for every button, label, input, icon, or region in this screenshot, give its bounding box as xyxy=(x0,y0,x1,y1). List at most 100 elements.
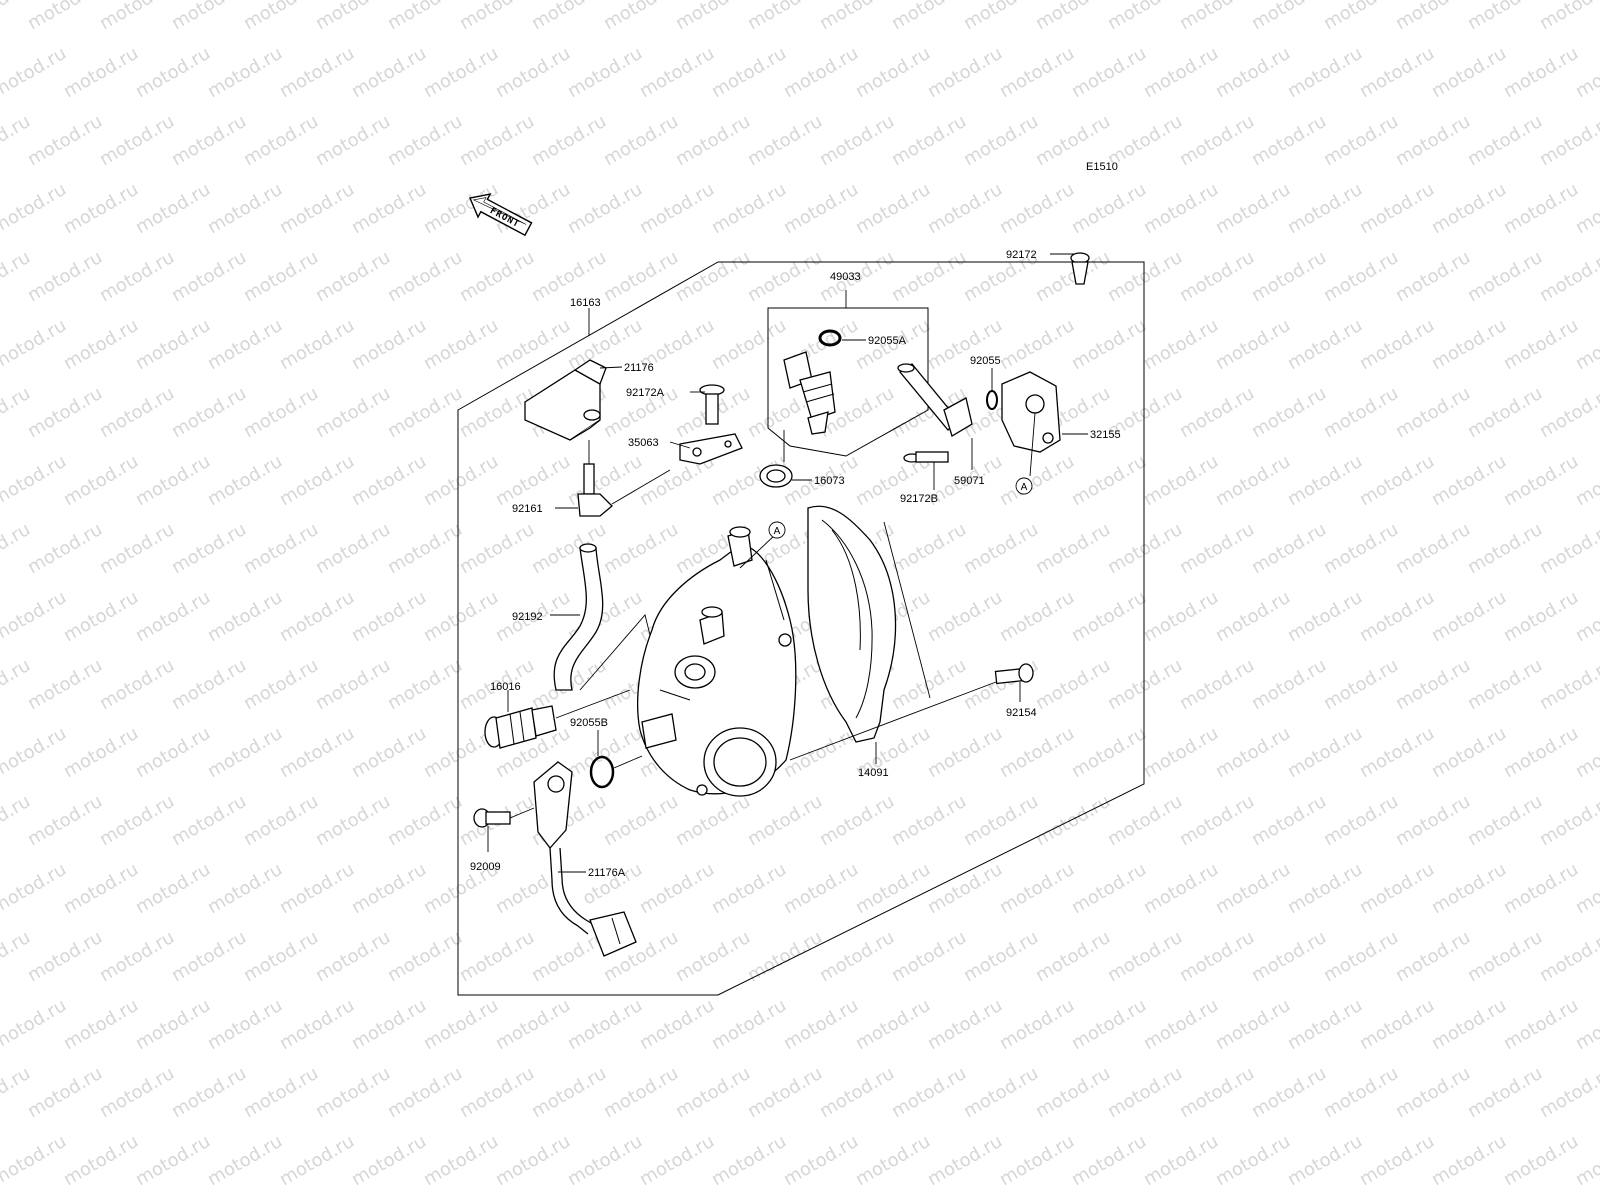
watermark-text: motod.ru xyxy=(744,247,826,306)
watermark-text: motod.ru xyxy=(312,247,394,306)
watermark-text: motod.ru xyxy=(1392,1063,1474,1122)
watermark-text: motod.ru xyxy=(24,791,106,850)
watermark-text: motod.ru xyxy=(1212,587,1294,646)
holder-32155 xyxy=(1001,371,1088,477)
watermark-text: motod.ru xyxy=(1176,791,1258,850)
watermark-text: motod.ru xyxy=(1428,43,1510,102)
watermark-text: motod.ru xyxy=(1248,655,1330,714)
watermark-text: motod.ru xyxy=(312,111,394,170)
watermark-text: motod.ru xyxy=(600,791,682,850)
watermark-text: motod.ru xyxy=(1176,0,1258,34)
watermark-text: motod.ru xyxy=(1428,859,1510,918)
watermark-text: motod.ru xyxy=(1212,43,1294,102)
watermark-text: motod.ru xyxy=(240,927,322,986)
watermark-text: motod.ru xyxy=(168,1063,250,1122)
watermark-text: motod.ru xyxy=(24,383,106,442)
watermark-text: motod.ru xyxy=(528,0,610,34)
watermark-text: motod.ru xyxy=(1536,519,1600,578)
watermark-text: motod.ru xyxy=(1176,247,1258,306)
watermark-text: motod.ru xyxy=(384,655,466,714)
watermark-text: motod.ru xyxy=(132,1131,214,1190)
watermark-text: motod.ru xyxy=(1284,451,1366,510)
watermark-text: motod.ru xyxy=(744,111,826,170)
o-ring-92055B xyxy=(589,730,643,789)
assembly-frame xyxy=(457,261,1145,996)
seal-16073 xyxy=(759,430,812,488)
label-21176: 21176 xyxy=(624,362,654,374)
watermark-text: motod.ru xyxy=(420,451,502,510)
watermark-text: motod.ru xyxy=(996,995,1078,1054)
watermark-text: motod.ru xyxy=(564,43,646,102)
label-92161: 92161 xyxy=(512,503,543,515)
watermark-text: motod.ru xyxy=(1068,859,1150,918)
watermark-text: motod.ru xyxy=(384,791,466,850)
watermark-text: motod.ru xyxy=(1032,791,1114,850)
watermark-text: motod.ru xyxy=(1392,927,1474,986)
watermark-text: motod.ru xyxy=(204,451,286,510)
watermark-text: motod.ru xyxy=(132,723,214,782)
watermark-text: motod.ru xyxy=(348,1131,430,1190)
label-92009: 92009 xyxy=(470,861,501,873)
watermark-text: motod.ru xyxy=(744,1063,826,1122)
watermark-text: motod.ru xyxy=(60,587,142,646)
watermark-text: motod.ru xyxy=(132,315,214,374)
watermark-text: motod.ru xyxy=(1032,0,1114,34)
watermark-text: motod.ru xyxy=(60,995,142,1054)
watermark-text: motod.ru xyxy=(132,451,214,510)
watermark-text: motod.ru xyxy=(708,995,790,1054)
watermark-text: motod.ru xyxy=(1068,451,1150,510)
watermark-text: motod.ru xyxy=(348,179,430,238)
watermark-text: motod.ru xyxy=(996,43,1078,102)
watermark-text: motod.ru xyxy=(60,43,142,102)
ref-mark-a-left-text: A xyxy=(774,526,781,537)
watermark-text: motod.ru xyxy=(888,927,970,986)
watermark-text: motod.ru xyxy=(60,179,142,238)
watermark-text: motod.ru xyxy=(204,587,286,646)
bracket-35063 xyxy=(669,433,743,465)
watermark-text: motod.ru xyxy=(600,247,682,306)
watermark-text: motod.ru xyxy=(708,1131,790,1190)
watermark-text: motod.ru xyxy=(96,927,178,986)
watermark-text: motod.ru xyxy=(384,519,466,578)
watermark-text: motod.ru xyxy=(1212,995,1294,1054)
watermark-text: motod.ru xyxy=(780,43,862,102)
watermark-text: motod.ru xyxy=(564,723,646,782)
watermark-text: motod.ru xyxy=(852,859,934,918)
watermark-text: motod.ru xyxy=(1248,519,1330,578)
label-14091: 14091 xyxy=(858,767,889,779)
watermark-text: motod.ru xyxy=(960,655,1042,714)
watermark-text: motod.ru xyxy=(960,1063,1042,1122)
watermark-text: motod.ru xyxy=(924,859,1006,918)
watermark-text: motod.ru xyxy=(24,655,106,714)
watermark-text: motod.ru xyxy=(1320,0,1402,34)
watermark-text: motod.ru xyxy=(1212,1131,1294,1190)
watermark-text: motod.ru xyxy=(1500,859,1582,918)
watermark-text: motod.ru xyxy=(1428,587,1510,646)
watermark-text: motod.ru xyxy=(672,0,754,34)
label-92055: 92055 xyxy=(970,355,1001,367)
watermark-text: motod.ru xyxy=(1104,927,1186,986)
watermark-text: motod.ru xyxy=(1428,995,1510,1054)
label-21176A: 21176A xyxy=(588,867,626,879)
watermark-text: motod.ru xyxy=(1356,43,1438,102)
watermark-text: motod.ru xyxy=(636,179,718,238)
label-16016: 16016 xyxy=(490,681,521,693)
watermark-text: motod.ru xyxy=(924,1131,1006,1190)
label-92172: 92172 xyxy=(1006,249,1037,261)
watermark-text: motod.ru xyxy=(1068,315,1150,374)
watermark-text: motod.ru xyxy=(888,791,970,850)
watermark-text: motod.ru xyxy=(780,995,862,1054)
watermark-text: motod.ru xyxy=(1212,859,1294,918)
watermark-text: motod.ru xyxy=(996,179,1078,238)
watermark-text: motod.ru xyxy=(1068,43,1150,102)
sensor-21176A xyxy=(533,761,637,957)
watermark-text: motod.ru xyxy=(168,519,250,578)
label-49033: 49033 xyxy=(830,271,861,283)
watermark-text: motod.ru xyxy=(816,111,898,170)
watermark-text: motod.ru xyxy=(384,383,466,442)
watermark-text: motod.ru xyxy=(276,315,358,374)
watermark-text: motod.ru xyxy=(816,1063,898,1122)
watermark-text: motod.ru xyxy=(0,1131,70,1190)
pipe-59071 xyxy=(897,363,973,470)
watermark-text: motod.ru xyxy=(1176,655,1258,714)
